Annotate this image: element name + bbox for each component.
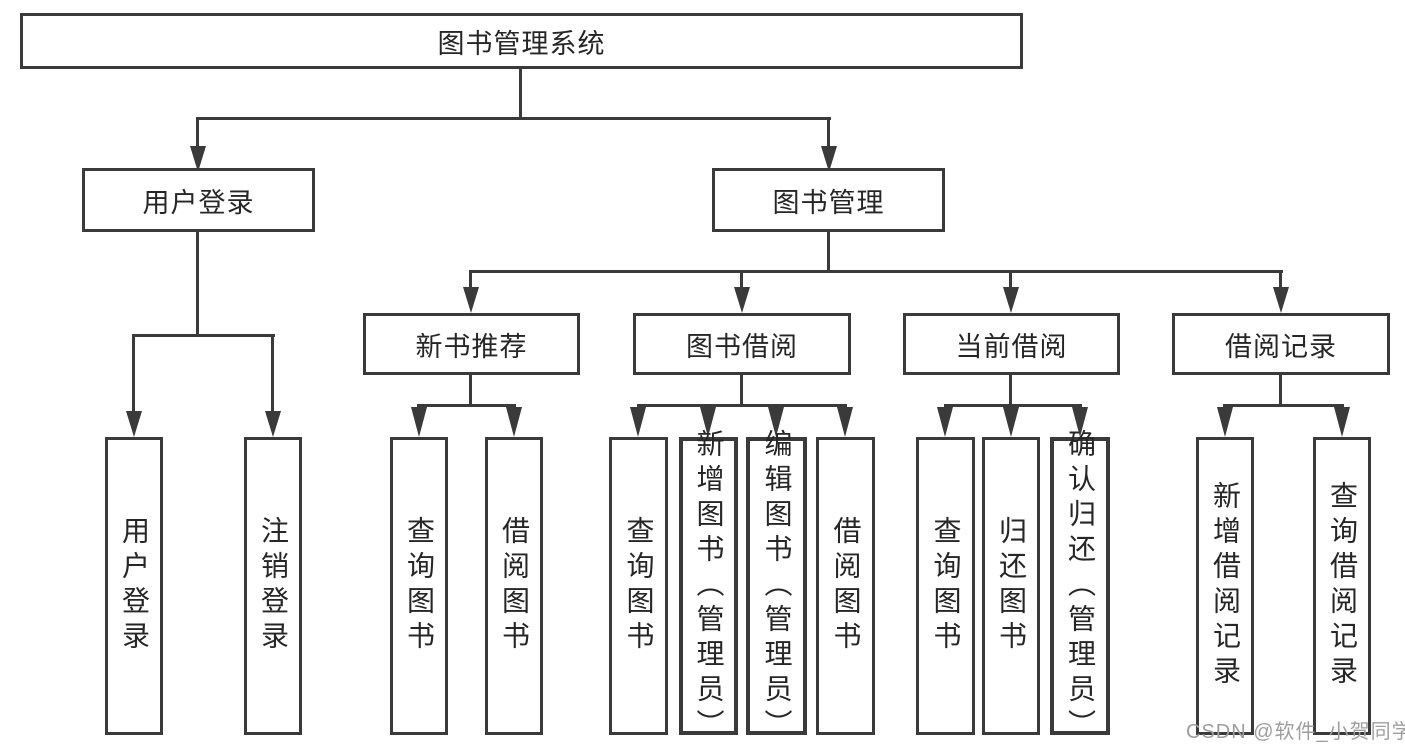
leaf-node-edit-book-admin: 编辑图书（管理员） <box>746 429 807 744</box>
arrowhead-recommend-query <box>411 407 427 437</box>
leaf-node-return-book: 归还图书 <box>982 437 1040 735</box>
leaf-node-logout: 注销登录 <box>244 437 302 735</box>
arrowhead-to-book-mgmt <box>821 146 837 172</box>
csdn-watermark: CSDN @软件_小贺同学 <box>1186 721 1405 743</box>
arrowhead-borrow-borrow <box>837 407 853 437</box>
arrowhead-current-return <box>1003 407 1019 437</box>
connector-recommend-stem <box>469 375 472 407</box>
arrowhead-current-confirm <box>1072 407 1088 437</box>
connector-leaf-logout-drop <box>271 334 274 414</box>
group-current-borrowing-label: 当前借阅 <box>955 331 1068 362</box>
arrowhead-to-group-borrow <box>734 287 750 313</box>
connector-book-mgmt-drop <box>827 117 830 149</box>
group-node-borrowing-records: 借阅记录 <box>1172 313 1390 375</box>
connector-group-current-drop <box>1009 270 1012 290</box>
group-node-new-book-recommendation: 新书推荐 <box>363 313 580 375</box>
leaf-query-borrow-record-label: 查询借阅记录 <box>1327 481 1358 691</box>
connector-current-rail <box>944 404 1082 407</box>
leaf-node-user-login: 用户登录 <box>105 437 163 735</box>
leaf-return-book-label: 归还图书 <box>996 516 1027 656</box>
connector-root-rail <box>196 117 831 120</box>
leaf-node-confirm-return-admin: 确认归还（管理员） <box>1050 429 1110 744</box>
root-node-label: 图书管理系统 <box>437 28 606 59</box>
leaf-node-recommend-borrow-book: 借阅图书 <box>485 437 543 735</box>
leaf-node-query-borrow-record: 查询借阅记录 <box>1313 437 1371 735</box>
leaf-add-borrow-record-label: 新增借阅记录 <box>1210 481 1241 691</box>
leaf-node-add-book-admin: 新增图书（管理员） <box>679 429 738 744</box>
leaf-recommend-borrow-book-label: 借阅图书 <box>499 516 530 656</box>
leaf-borrowing-borrow-book-label: 借阅图书 <box>830 516 862 656</box>
arrowhead-records-query <box>1334 407 1350 437</box>
branch-node-user-login: 用户登录 <box>82 168 315 232</box>
connector-borrow-stem <box>740 375 743 407</box>
leaf-node-borrowing-borrow-book: 借阅图书 <box>816 437 875 735</box>
arrowhead-to-group-recommend <box>463 287 479 313</box>
arrowhead-to-leaf-logout <box>265 411 281 437</box>
connector-group-records-drop <box>1279 270 1282 290</box>
group-book-borrowing-label: 图书借阅 <box>686 331 798 362</box>
arrowhead-recommend-borrow <box>506 407 522 437</box>
connector-user-login-rail <box>132 334 275 337</box>
connector-group-borrow-drop <box>740 270 743 290</box>
leaf-edit-book-admin-label: 编辑图书（管理员） <box>761 428 793 744</box>
branch-node-book-management: 图书管理 <box>712 168 945 232</box>
leaf-node-borrowing-query-book: 查询图书 <box>609 437 668 735</box>
leaf-confirm-return-admin-label: 确认归还（管理员） <box>1065 428 1096 744</box>
leaf-borrowing-query-book-label: 查询图书 <box>623 516 655 656</box>
leaf-recommend-query-book-label: 查询图书 <box>404 516 435 656</box>
arrowhead-to-user-login <box>190 146 206 172</box>
leaf-node-current-query-book: 查询图书 <box>916 437 975 735</box>
connector-recommend-rail <box>417 404 516 407</box>
arrowhead-to-group-records <box>1273 287 1289 313</box>
leaf-node-recommend-query-book: 查询图书 <box>390 437 448 735</box>
arrowhead-borrow-query <box>630 407 646 437</box>
leaf-logout-label: 注销登录 <box>258 516 289 656</box>
connector-group-recommend-drop <box>469 270 472 290</box>
arrowhead-borrow-edit <box>768 407 784 437</box>
leaf-add-book-admin-label: 新增图书（管理员） <box>693 428 725 744</box>
group-node-book-borrowing: 图书借阅 <box>633 313 851 375</box>
connector-root-stem <box>519 69 522 119</box>
connector-records-rail <box>1223 404 1344 407</box>
connector-leaf-login-drop <box>132 334 135 414</box>
group-node-current-borrowing: 当前借阅 <box>903 313 1120 375</box>
connector-borrow-rail <box>637 404 847 407</box>
branch-book-management-label: 图书管理 <box>772 187 885 218</box>
arrowhead-borrow-add <box>700 407 716 437</box>
arrowhead-to-group-current <box>1003 287 1019 313</box>
arrowhead-to-leaf-login <box>126 411 142 437</box>
connector-records-stem <box>1279 375 1282 407</box>
arrowhead-current-query <box>937 407 953 437</box>
connector-user-login-drop <box>196 117 199 149</box>
group-new-book-recommendation-label: 新书推荐 <box>415 331 528 362</box>
connector-book-mgmt-stem <box>827 232 830 272</box>
leaf-user-login-label: 用户登录 <box>119 516 150 656</box>
connector-current-stem <box>1009 375 1012 407</box>
leaf-node-add-borrow-record: 新增借阅记录 <box>1196 437 1254 735</box>
connector-book-mgmt-rail <box>469 270 1283 273</box>
branch-user-login-label: 用户登录 <box>142 187 255 218</box>
group-borrowing-records-label: 借阅记录 <box>1225 331 1337 362</box>
leaf-current-query-book-label: 查询图书 <box>930 516 962 656</box>
arrowhead-records-add <box>1217 407 1233 437</box>
root-node-library-management-system: 图书管理系统 <box>20 13 1023 69</box>
connector-user-login-stem <box>196 232 199 336</box>
